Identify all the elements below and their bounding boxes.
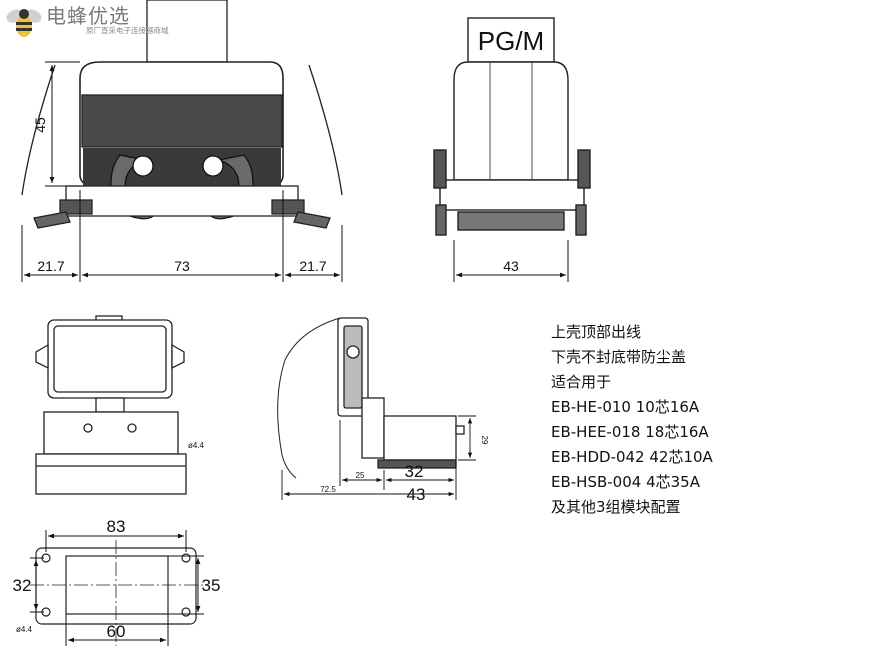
open-lid-dimensions (281, 415, 476, 500)
cutout-dim-35: 35 (202, 576, 221, 595)
open-dim-72-5: 72.5 (320, 485, 336, 494)
open-dim-32: 32 (405, 462, 424, 481)
open-dim-29: 29 (480, 436, 489, 445)
front-center-dim: 73 (174, 258, 190, 274)
bee-icon (6, 9, 42, 37)
logo: 电蜂优选 原厂直采电子连接器商城 (4, 4, 169, 40)
open-dim-43: 43 (407, 485, 426, 504)
front-view (21, 0, 343, 229)
note-line: 下壳不封底带防尘盖 (551, 348, 687, 366)
front-height-dim: 45 (32, 117, 48, 133)
cutout-hole-label: ø4.4 (16, 625, 33, 634)
note-line: 适合用于 (551, 373, 612, 391)
cutout-dim-60: 60 (107, 622, 126, 641)
description-notes: 上壳顶部出线 下壳不封底带防尘盖 适合用于 EB-HE-010 10芯16A E… (551, 320, 713, 520)
side-dimensions (453, 240, 569, 282)
brand-name: 电蜂优选 (46, 4, 130, 28)
side-width-dim: 43 (503, 258, 519, 274)
front-dimensions (21, 61, 343, 282)
note-line: 及其他3组模块配置 (551, 498, 681, 516)
open-lid-view (277, 317, 465, 479)
open-dim-25: 25 (356, 471, 365, 480)
top-hole-label: ø4.4 (188, 441, 205, 450)
note-line: EB-HEE-018 18芯16A (551, 423, 709, 441)
note-line: EB-HE-010 10芯16A (551, 398, 700, 416)
note-line: EB-HDD-042 42芯10A (551, 448, 713, 466)
top-view (35, 315, 187, 495)
brand-tagline: 原厂直采电子连接器商城 (86, 26, 169, 35)
note-line: 上壳顶部出线 (551, 323, 642, 341)
note-line: EB-HSB-004 4芯35A (551, 473, 700, 491)
cable-entry-label: PG/M (478, 26, 544, 56)
front-right-dim: 21.7 (299, 258, 326, 274)
cutout-dim-32: 32 (13, 576, 32, 595)
cutout-dim-83: 83 (107, 517, 126, 536)
side-view (433, 17, 591, 236)
front-left-dim: 21.7 (37, 258, 64, 274)
cutout-dimensions (30, 530, 204, 646)
